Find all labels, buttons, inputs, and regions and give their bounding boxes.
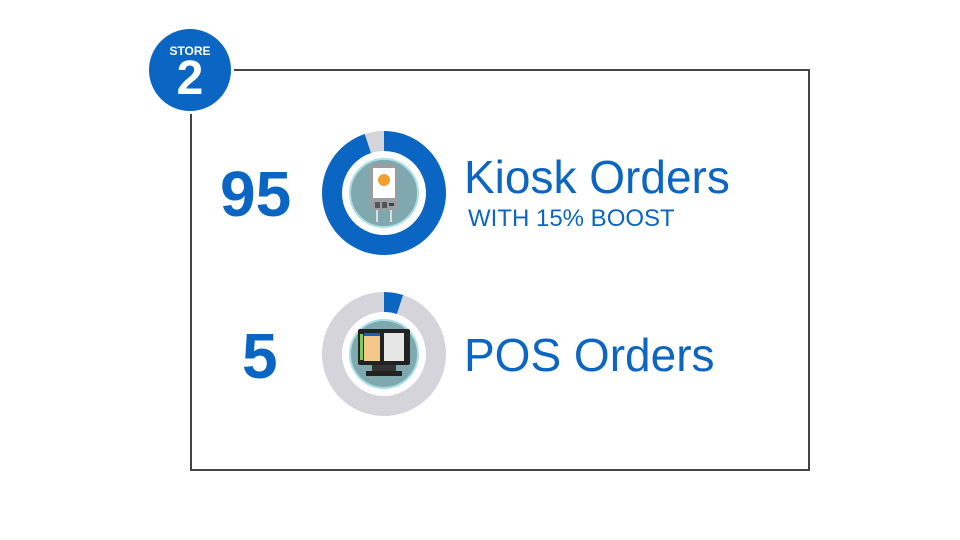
donut-value-segment xyxy=(384,292,404,315)
store-badge-number: 2 xyxy=(176,52,204,105)
store-badge-label: STORE xyxy=(169,44,211,58)
kiosk-title: Kiosk Orders xyxy=(464,151,730,203)
donut-remainder-segment xyxy=(364,131,384,154)
kiosk-subtitle: WITH 15% BOOST xyxy=(468,205,675,232)
infographic-frame xyxy=(190,69,810,471)
donut-value-segment xyxy=(321,131,446,255)
pos-donut xyxy=(321,292,446,416)
kiosk-count: 95 xyxy=(220,158,292,230)
kiosk-icon xyxy=(349,158,419,228)
donut-remainder-segment xyxy=(321,292,446,416)
pos-terminal-icon xyxy=(349,319,419,389)
store-badge: STORE 2 xyxy=(146,26,234,114)
pos-title: POS Orders xyxy=(464,329,715,381)
pos-count: 5 xyxy=(242,320,278,392)
kiosk-donut xyxy=(321,131,446,255)
